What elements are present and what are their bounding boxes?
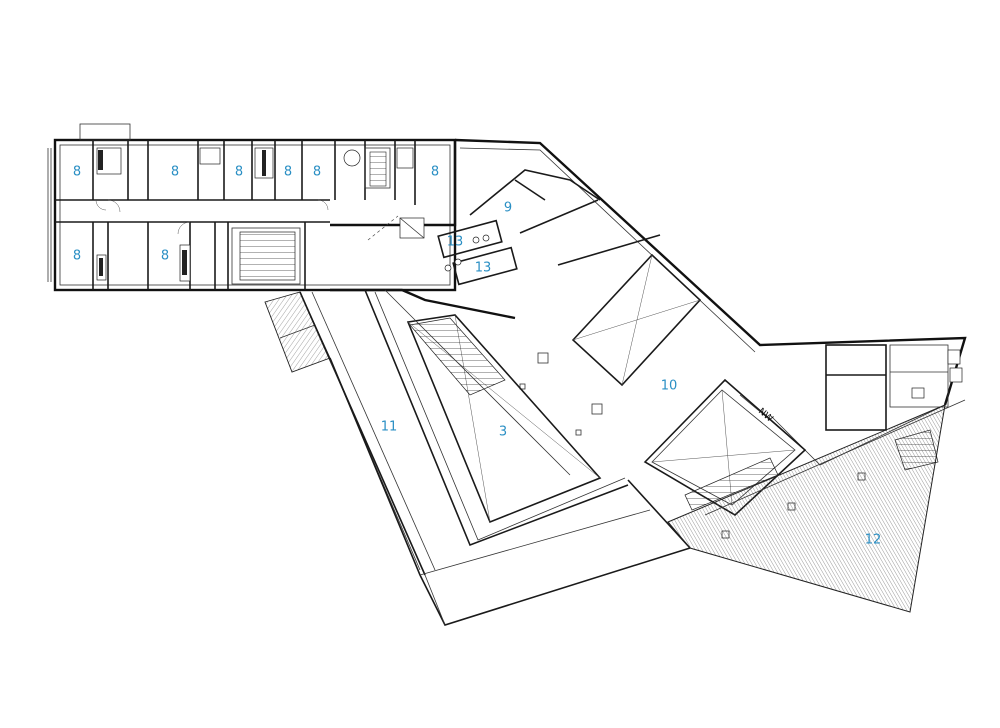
central-wing <box>330 138 967 466</box>
room-label: 8 <box>73 249 81 264</box>
room-labels: 8 8 8 8 8 8 8 8 9 13 13 10 11 3 12 <box>73 165 881 548</box>
atrium-3 <box>364 289 629 547</box>
room-label: 13 <box>475 261 492 276</box>
room-label: 13 <box>447 235 464 250</box>
terrace-11 <box>264 291 691 626</box>
north-marker: NW <box>739 394 775 424</box>
room-label: 8 <box>73 165 81 180</box>
room-label: 3 <box>499 425 507 440</box>
room-label: 11 <box>381 420 398 435</box>
room-label: 8 <box>161 249 169 264</box>
room-label: 12 <box>865 533 882 548</box>
terrace-12 <box>667 399 966 613</box>
room-label: 8 <box>431 165 439 180</box>
void-near-10 <box>627 378 807 549</box>
room-label: 8 <box>284 165 292 180</box>
west-wing <box>47 123 457 292</box>
room-label: 8 <box>313 165 321 180</box>
room-label: 8 <box>171 165 179 180</box>
room-label: 8 <box>235 165 243 180</box>
room-label: 9 <box>504 201 512 216</box>
room-label: 10 <box>661 379 678 394</box>
